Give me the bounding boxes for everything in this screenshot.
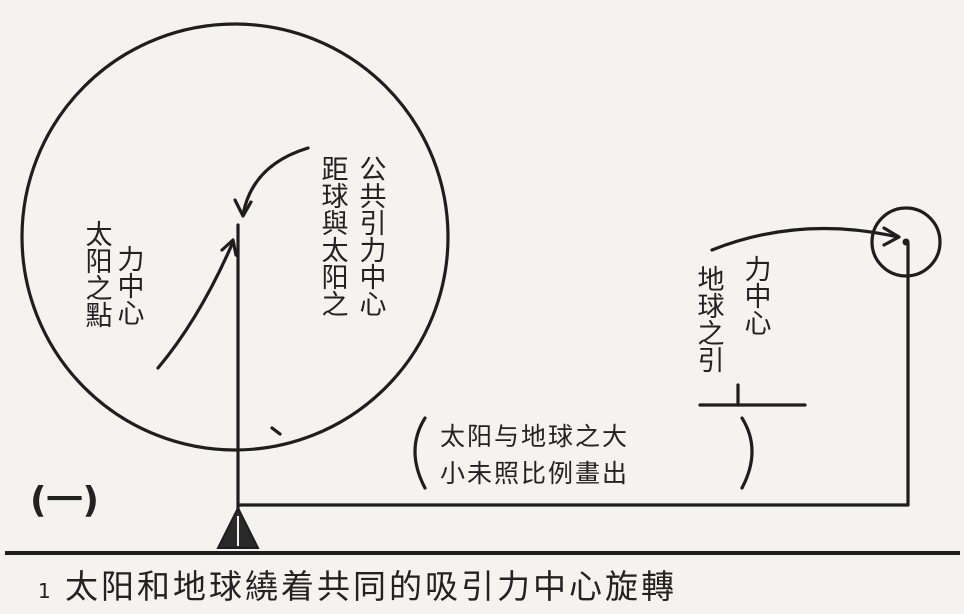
note-right-bracket <box>740 416 754 490</box>
common-center-arrow <box>241 146 310 217</box>
sun-label-column-1: 公共引力中心 <box>355 155 386 317</box>
sun-inner-column-1: 力中心 <box>113 245 144 326</box>
sun-center-arrowhead <box>220 238 238 257</box>
earth-arrow <box>710 226 900 252</box>
note-line-2: 小未照比例畫出 <box>440 459 629 488</box>
caption-marker: 1 <box>38 579 54 603</box>
sun-center-arrow <box>156 240 235 370</box>
earth-circle <box>870 206 942 278</box>
sun-label-column-2: 距球與太阳之 <box>317 155 349 317</box>
earth-arrowhead <box>882 226 901 247</box>
lever-line <box>236 241 910 507</box>
sun-circle <box>20 22 450 452</box>
earth-label-column-2: 地球之引 <box>693 265 725 373</box>
note-left-bracket <box>413 416 427 490</box>
earth-label-column-1: 力中心 <box>740 255 771 336</box>
common-center-arrowhead <box>233 198 253 218</box>
sun-inner-column-2: 太阳之點 <box>81 220 113 328</box>
earth-center-dot <box>902 238 910 246</box>
figure-label: (一) <box>30 480 99 521</box>
note-line-1: 太阳与地球之大 <box>440 422 629 451</box>
tick-mark <box>270 426 282 436</box>
caption-text: 太阳和地球繞着共同的吸引力中心旋轉 <box>65 567 677 606</box>
